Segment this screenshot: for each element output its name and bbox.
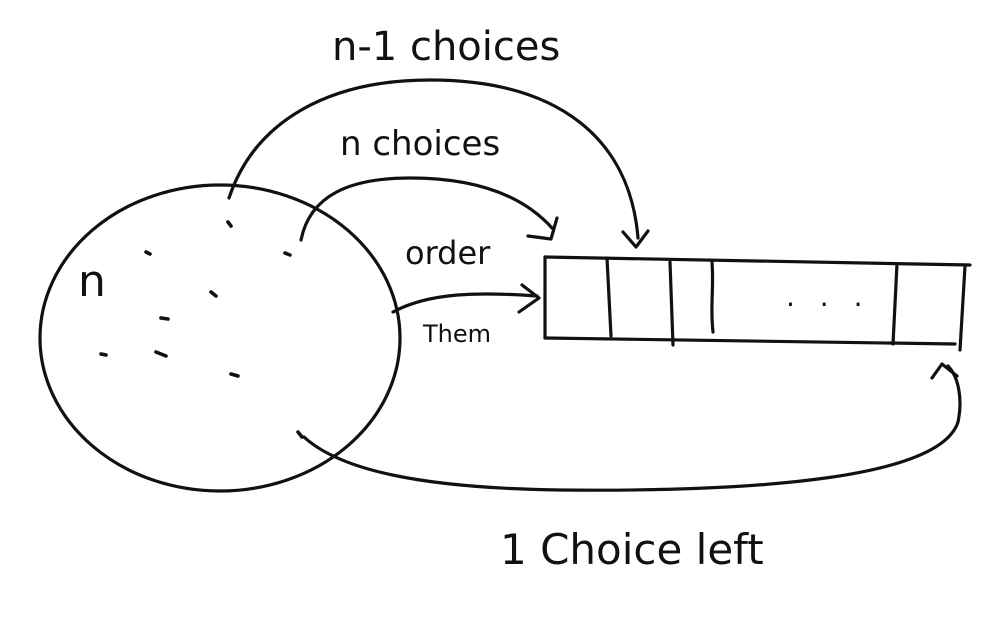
label-order: order (405, 234, 491, 272)
arrow-head (526, 216, 559, 241)
slot-divider (891, 262, 899, 346)
label-them: Them (422, 320, 491, 348)
arc-line (302, 364, 962, 492)
arrow-n-minus-1-choices (227, 78, 650, 249)
label-n-minus-1-choices: n-1 choices (332, 24, 560, 70)
arc-line (299, 176, 554, 242)
set-label: n (78, 256, 106, 307)
set-elements (99, 220, 304, 439)
element-dot (154, 350, 168, 358)
slot-array: . . . (543, 255, 972, 352)
label-1-choice-left: 1 Choice left (500, 525, 764, 574)
arrow-head (930, 362, 959, 380)
element-dot (283, 251, 292, 257)
slot-divider (668, 260, 675, 347)
array-bottom-edge (543, 336, 957, 346)
array-top-edge (543, 255, 972, 267)
element-dot (144, 250, 152, 256)
array-right-edge (958, 264, 967, 352)
element-dot (159, 316, 170, 321)
element-dot (209, 290, 218, 298)
array-ellipsis: . . . (786, 280, 871, 313)
arc-line (391, 292, 539, 314)
arc-line (227, 78, 640, 240)
slot-divider (710, 260, 715, 334)
arrow-head (517, 283, 541, 314)
arrow-1-choice-left (302, 362, 962, 492)
arrow-n-choices (299, 176, 559, 242)
arrow-order-them (391, 283, 541, 314)
element-dot (296, 430, 304, 439)
arrow-head (621, 229, 650, 249)
label-n-choices: n choices (340, 124, 500, 164)
set-ellipse (38, 183, 402, 493)
slot-divider (605, 256, 613, 338)
element-dot (99, 352, 108, 357)
element-dot (226, 220, 233, 228)
element-dot (229, 372, 240, 378)
